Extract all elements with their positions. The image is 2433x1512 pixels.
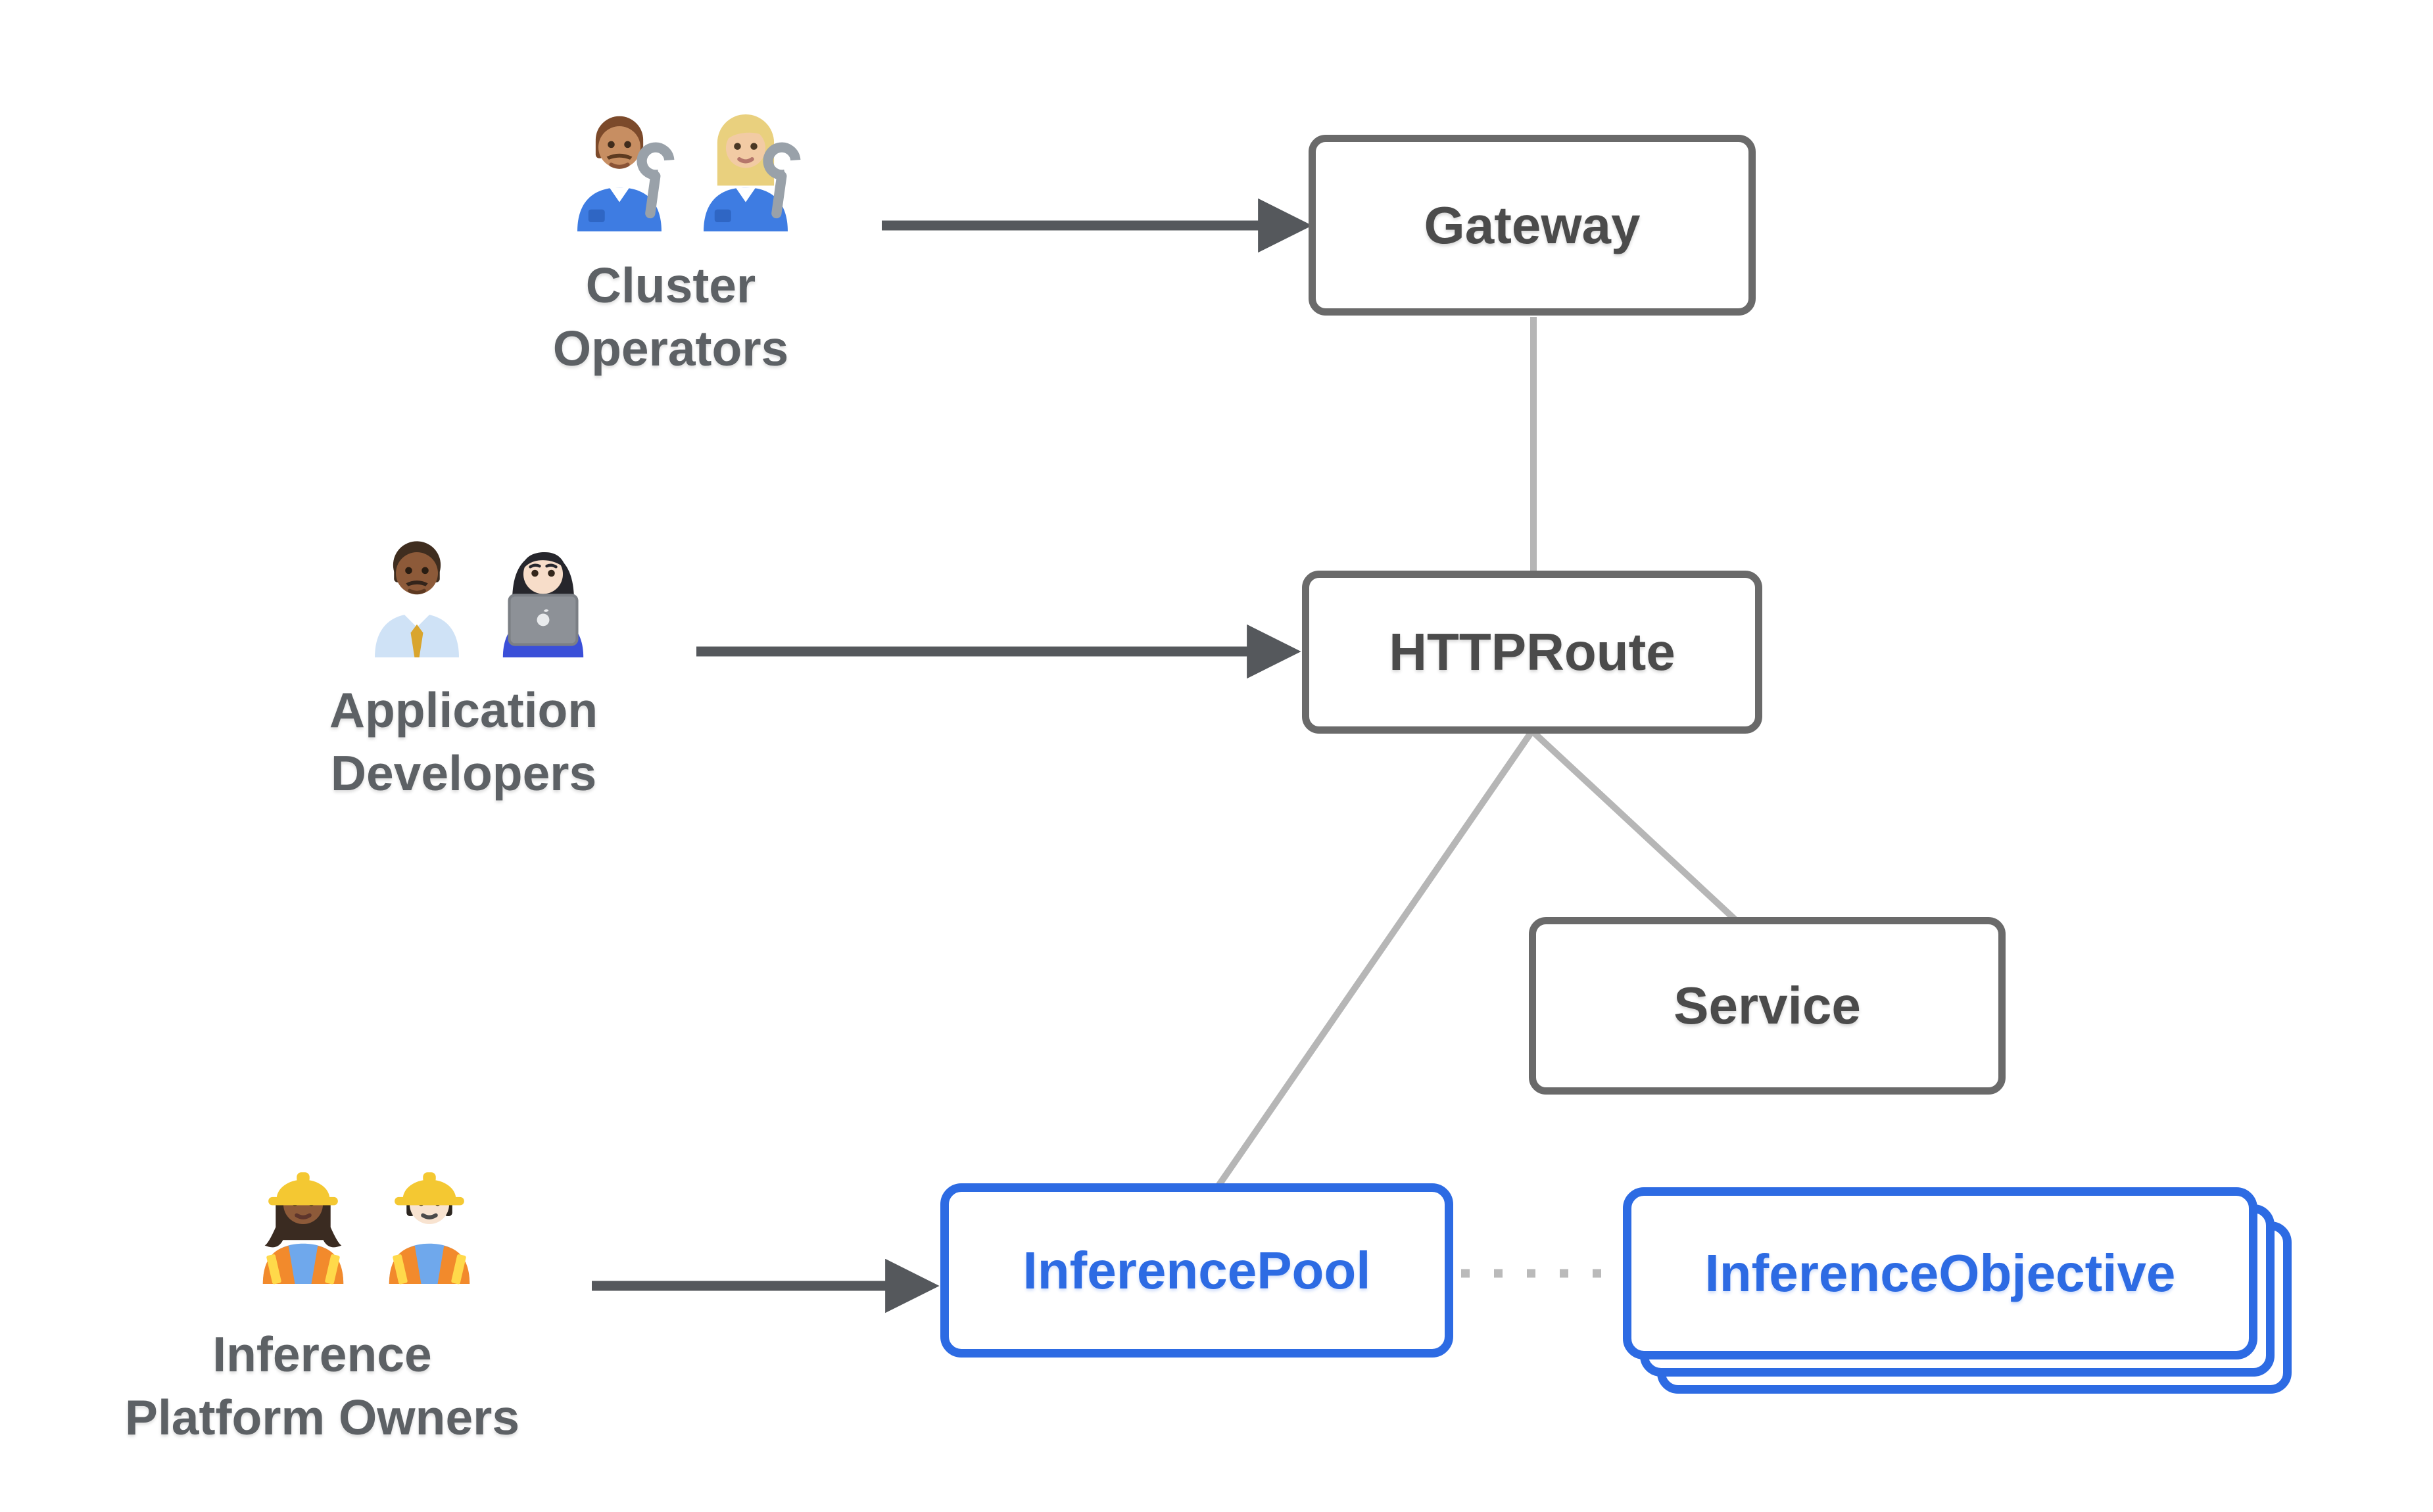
woman-technologist-icon bbox=[485, 530, 602, 659]
node-inference-objective-stack: InferenceObjective bbox=[1623, 1187, 2292, 1394]
inference-platform-owners-label-line1: Inference bbox=[212, 1327, 432, 1382]
woman-construction-worker-icon bbox=[245, 1152, 362, 1290]
application-developers-label-line1: Application bbox=[329, 682, 598, 738]
cluster-operators-icons bbox=[561, 104, 804, 233]
node-service-label: Service bbox=[1674, 976, 1861, 1035]
edge-httproute-to-inferencepool bbox=[1213, 729, 1535, 1191]
edge-httproute-to-service bbox=[1530, 728, 1739, 923]
cluster-operators-label: Cluster Operators bbox=[473, 254, 868, 380]
node-service: Service bbox=[1529, 917, 2006, 1095]
node-inference-pool-label: InferencePool bbox=[1023, 1240, 1371, 1300]
man-construction-worker-icon bbox=[371, 1152, 488, 1290]
node-inference-pool: InferencePool bbox=[940, 1183, 1453, 1358]
man-mechanic-icon bbox=[561, 104, 678, 233]
application-developers-icons bbox=[358, 530, 602, 659]
inference-platform-owners-icons bbox=[245, 1152, 488, 1290]
cluster-operators-label-line1: Cluster bbox=[585, 258, 756, 313]
inference-platform-owners-label: Inference Platform Owners bbox=[92, 1323, 552, 1449]
man-office-worker-icon bbox=[358, 530, 475, 659]
woman-mechanic-icon bbox=[687, 104, 804, 233]
node-gateway: Gateway bbox=[1309, 135, 1756, 316]
node-httproute-label: HTTPRoute bbox=[1389, 623, 1675, 681]
node-inference-objective: InferenceObjective bbox=[1623, 1187, 2257, 1359]
inference-platform-owners-label-line2: Platform Owners bbox=[124, 1390, 520, 1445]
node-gateway-label: Gateway bbox=[1424, 195, 1641, 254]
application-developers-label-line2: Developers bbox=[330, 745, 597, 801]
node-httproute: HTTPRoute bbox=[1302, 571, 1762, 734]
application-developers-label: Application Developers bbox=[266, 678, 661, 805]
cluster-operators-label-line2: Operators bbox=[552, 321, 789, 376]
node-inference-objective-label: InferenceObjective bbox=[1704, 1244, 2176, 1302]
